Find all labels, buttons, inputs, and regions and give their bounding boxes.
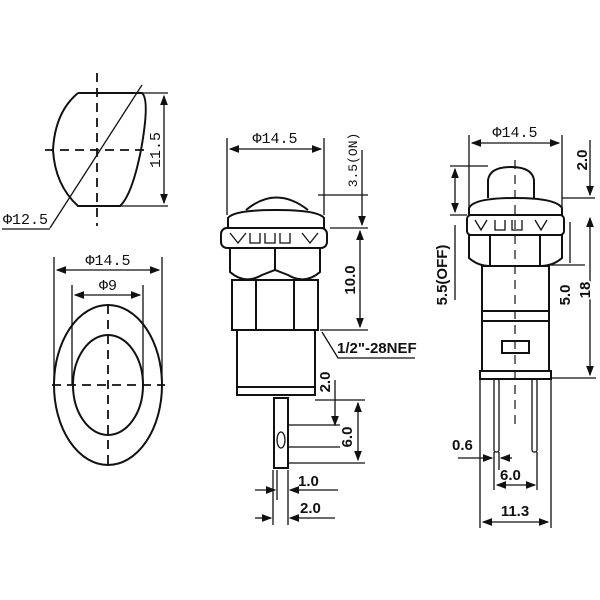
front-view: Φ14.5 2.0 5.5(OFF) 5.0 18 0.6 xyxy=(434,125,596,528)
pin-diameter-label: 0.6 xyxy=(452,437,473,454)
flat-height-label: 11.5 xyxy=(148,132,165,168)
stroke-on-label: 3.5(ON) xyxy=(346,133,361,188)
terminal-length-label: 6.0 xyxy=(339,427,356,448)
hex-nut xyxy=(231,279,319,331)
nut-height-label: 5.0 xyxy=(557,285,574,306)
thread-spec-label: 1/2"-28NEF xyxy=(337,340,417,357)
terminal xyxy=(273,397,289,469)
flatted-circle-outline xyxy=(51,92,147,207)
side-cap-diameter-label: Φ14.5 xyxy=(252,131,297,148)
terminal-thickness-label: 1.0 xyxy=(298,473,319,490)
pin-right xyxy=(531,378,538,453)
button-height-label: 2.0 xyxy=(574,150,591,171)
inner-diameter-label: Φ9 xyxy=(99,278,117,295)
push-button xyxy=(487,165,535,198)
stroke-off-label: 5.5(OFF) xyxy=(434,245,451,306)
cap-rim xyxy=(227,208,325,229)
knurled-ring xyxy=(220,227,328,249)
thread-length-label: 10.0 xyxy=(342,265,359,294)
bottom-view: Φ14.5 Φ9 xyxy=(52,253,165,470)
cap-dome xyxy=(245,196,309,211)
body-height-label: 18 xyxy=(577,282,594,299)
hex-nut-top xyxy=(229,247,321,281)
side-view: Φ14.5 3.5(ON) 10.0 1/2"-28NEF 2.0 6.0 xyxy=(220,131,417,525)
outer-diameter-label: Φ14.5 xyxy=(85,253,130,270)
top-diameter-label: Φ12.5 xyxy=(3,212,48,229)
front-cap-diameter-label: Φ14.5 xyxy=(492,125,537,142)
body xyxy=(236,329,316,396)
top-view: Φ12.5 11.5 xyxy=(2,73,168,230)
terminal-width-label: 2.0 xyxy=(300,500,321,517)
body-gap-label: 2.0 xyxy=(317,372,334,393)
pin-left xyxy=(493,378,500,453)
base-width-label: 11.3 xyxy=(501,503,529,520)
diameter-leader xyxy=(49,84,143,229)
pin-spacing-label: 6.0 xyxy=(500,467,521,484)
